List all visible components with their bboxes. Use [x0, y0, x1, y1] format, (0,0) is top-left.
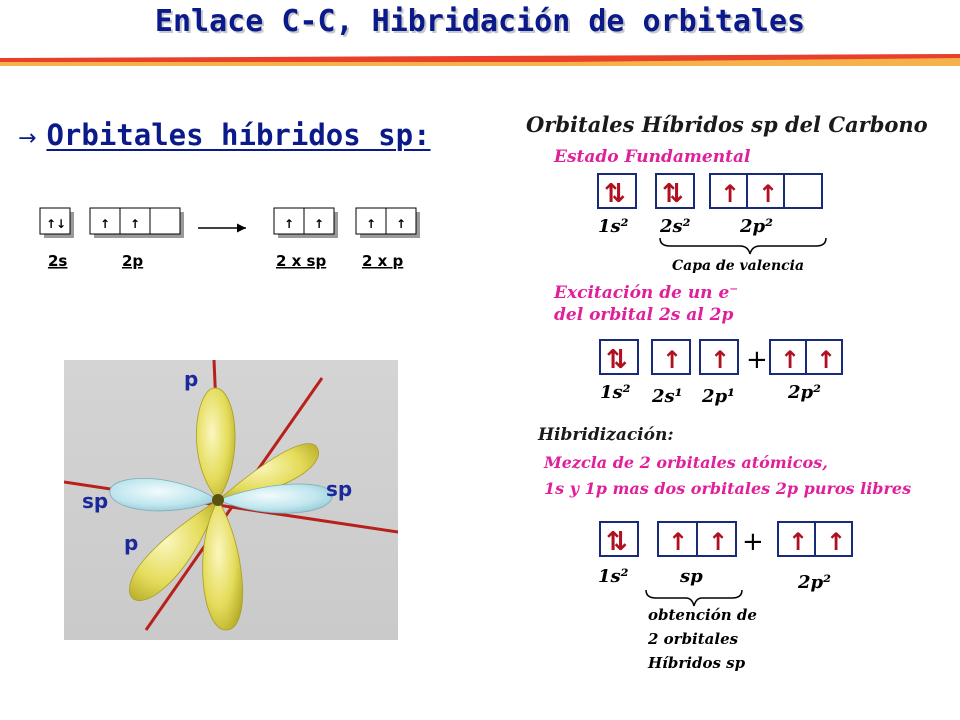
svg-text:↑↓: ↑↓ — [46, 217, 66, 231]
section1-label-1s: 1s² — [598, 216, 629, 237]
section2-label-1s: 1s² — [600, 382, 631, 403]
p-lobe-left — [129, 499, 219, 601]
section1-label-2p: 2p² — [739, 216, 773, 237]
label-2p: 2p — [122, 252, 143, 270]
svg-text:↑: ↑ — [668, 528, 688, 556]
box-2s: ↑↓ — [39, 207, 74, 238]
svg-text:↑: ↑ — [284, 217, 294, 231]
section1-label-2s: 2s² — [659, 216, 691, 237]
label-2s: 2s — [48, 252, 67, 270]
bullet-item: → Orbitales híbridos sp: — [18, 118, 431, 152]
box-2xp: ↑ ↑ — [355, 207, 420, 238]
right-arrow-icon: → — [18, 126, 37, 151]
title-decoration — [0, 54, 960, 66]
section3-label-1s: 1s² — [598, 566, 629, 587]
svg-text:⇅: ⇅ — [662, 179, 684, 209]
svg-text:↑: ↑ — [396, 217, 406, 231]
section2-heading-2: del orbital 2s al 2p — [554, 305, 734, 325]
bullet-text: Orbitales híbridos sp: — [46, 118, 431, 152]
sp-lobe-left — [109, 478, 219, 512]
section2-boxes: ⇅ ↑ ↑ + ↑ ↑ — [599, 339, 843, 375]
section2-label-2p1: 2p¹ — [701, 386, 735, 407]
svg-text:↑: ↑ — [816, 346, 836, 374]
section2-label-2p2: 2p² — [787, 382, 821, 403]
section3-desc-2: 1s y 1p mas dos orbitales 2p puros libre… — [544, 479, 911, 498]
section2-label-2s: 2s¹ — [651, 386, 683, 407]
svg-text:⇅: ⇅ — [604, 179, 626, 209]
sp-lobe-right — [216, 483, 333, 514]
svg-text:↑: ↑ — [780, 346, 800, 374]
valence-label: Capa de valencia — [672, 258, 804, 274]
section3-desc-1: Mezcla de 2 orbitales atómicos, — [543, 453, 828, 472]
panel-title: Orbitales Híbridos sp del Carbono — [526, 112, 928, 137]
svg-text:↑: ↑ — [710, 346, 730, 374]
sp-orbital-illustration: p p sp sp — [64, 360, 398, 640]
svg-text:↑: ↑ — [662, 346, 682, 374]
label-sp-left: sp — [82, 489, 108, 513]
small-orbital-diagram: ↑↓ ↑ ↑ ↑ ↑ ↑ ↑ 2s 2p 2 x sp 2 x p — [39, 207, 420, 270]
svg-text:⇅: ⇅ — [606, 527, 628, 557]
section3-brace-2: 2 orbitales — [647, 630, 739, 648]
p-lobe-top — [196, 387, 236, 501]
label-2xp: 2 x p — [362, 252, 404, 270]
p-lobe-bottom — [202, 499, 243, 631]
label-p-top: p — [184, 367, 198, 391]
svg-text:↑: ↑ — [758, 180, 778, 208]
label-sp-right: sp — [326, 477, 352, 501]
section1-boxes: ⇅ ⇅ ↑ ↑ — [597, 173, 823, 209]
sp-brace — [645, 589, 743, 607]
section3-label-2p: 2p² — [797, 572, 831, 593]
section3-brace-1: obtención de — [648, 606, 757, 624]
label-p-bottom: p — [124, 531, 138, 555]
box-2p: ↑ ↑ — [89, 207, 184, 238]
section3-heading: Hibridización: — [537, 425, 674, 445]
section2-plus: + — [746, 345, 768, 375]
label-2xsp: 2 x sp — [276, 252, 326, 270]
valence-brace — [659, 237, 827, 255]
svg-text:↑: ↑ — [366, 217, 376, 231]
svg-text:↑: ↑ — [314, 217, 324, 231]
section2-heading-1: Excitación de un e⁻ — [553, 283, 738, 303]
section1-heading: Estado Fundamental — [553, 147, 751, 167]
svg-text:↑: ↑ — [720, 180, 740, 208]
section3-boxes: ⇅ ↑ ↑ + ↑ ↑ — [599, 521, 853, 557]
page-title: Enlace C-C, Hibridación de orbitales — [154, 4, 806, 39]
svg-text:↑: ↑ — [130, 217, 140, 231]
svg-text:↑: ↑ — [100, 217, 110, 231]
box-2xsp: ↑ ↑ — [273, 207, 338, 238]
section3-brace-3: Híbridos sp — [647, 654, 746, 672]
section3-label-sp: sp — [679, 566, 703, 587]
svg-text:↑: ↑ — [708, 528, 728, 556]
hybridization-panel: Orbitales Híbridos sp del Carbono Estado… — [526, 112, 928, 672]
svg-text:↑: ↑ — [788, 528, 808, 556]
section3-plus: + — [742, 527, 764, 557]
svg-text:⇅: ⇅ — [606, 345, 628, 375]
svg-text:↑: ↑ — [826, 528, 846, 556]
